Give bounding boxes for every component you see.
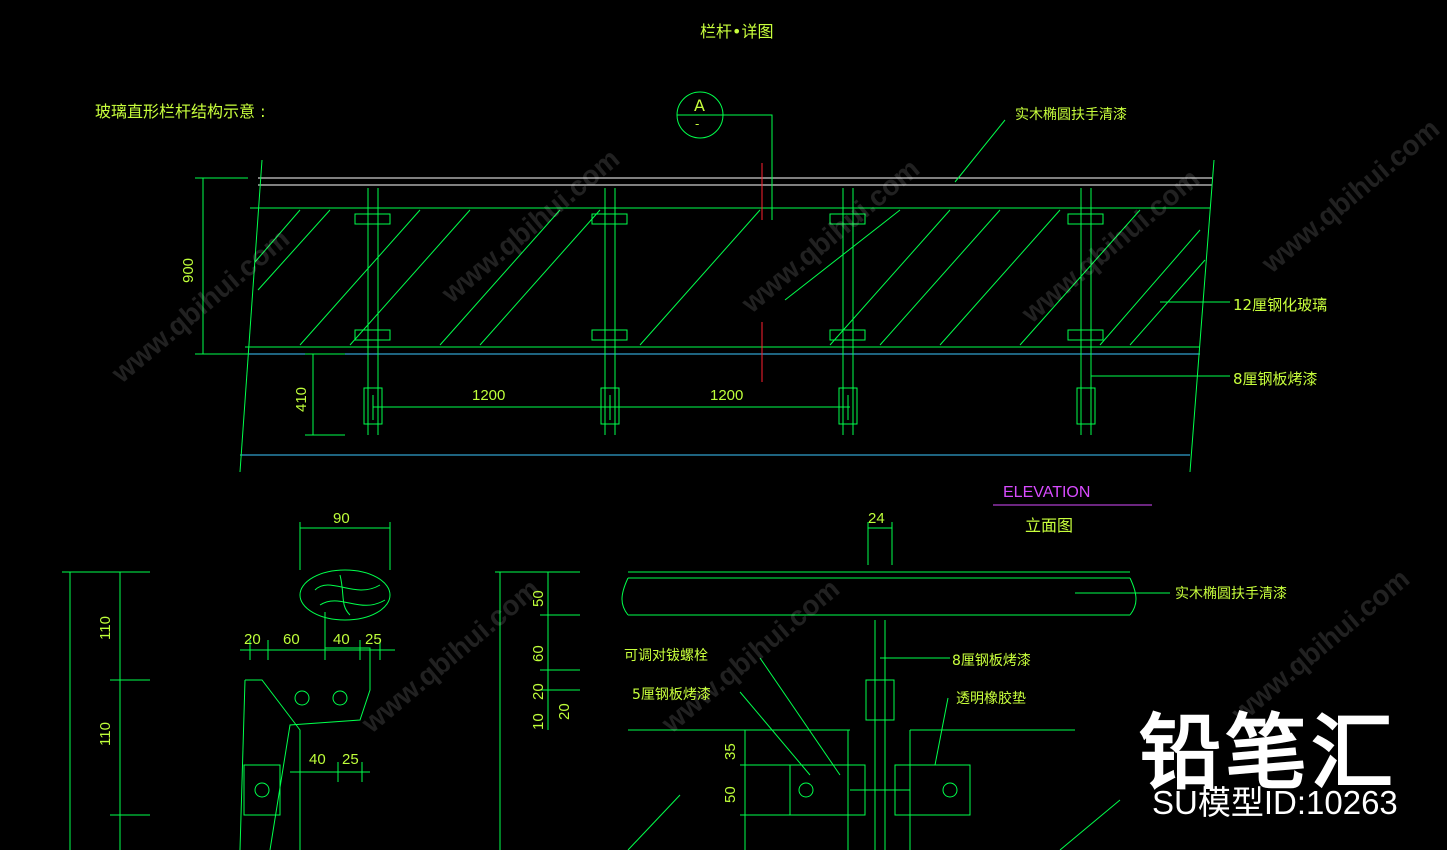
dim-50-a: 50 xyxy=(530,590,547,607)
label-glass: 12厘钢化玻璃 xyxy=(1233,296,1328,314)
dim-60-b: 60 xyxy=(530,645,547,662)
dim-60: 60 xyxy=(283,631,300,648)
brand-logo: 铅笔汇 xyxy=(1138,706,1397,801)
dim-40: 40 xyxy=(333,631,350,648)
label-steel-plate-detail: 8厘钢板烤漆 xyxy=(952,653,1031,669)
dim-20-b: 20 xyxy=(530,683,547,700)
dim-24: 24 xyxy=(868,510,885,527)
elevation-label-cn: 立面图 xyxy=(1025,516,1074,535)
label-handrail-top: 实木椭圆扶手清漆 xyxy=(1015,107,1127,123)
drawing-title: 栏杆•详图 xyxy=(700,22,774,41)
model-id: SU模型ID:10263 xyxy=(1152,784,1398,821)
dim-20-c: 20 xyxy=(556,703,573,720)
dim-410: 410 xyxy=(293,386,310,412)
label-handrail-detail: 实木椭圆扶手清漆 xyxy=(1175,586,1287,602)
callout-letter: A xyxy=(694,96,705,115)
label-steel-plate-top: 8厘钢板烤漆 xyxy=(1233,370,1318,388)
label-bolt: 可调对钹螺栓 xyxy=(624,648,708,664)
post-4 xyxy=(1067,188,1104,435)
handrail-section-ellipse xyxy=(299,569,391,621)
dim-25-b: 25 xyxy=(342,751,359,768)
callout-sub: - xyxy=(695,117,700,131)
dim-span-2: 1200 xyxy=(710,387,744,404)
drawing-subtitle: 玻璃直形栏杆结构示意 : xyxy=(95,102,266,121)
dim-50-b: 50 xyxy=(722,786,739,803)
dim-110-b: 110 xyxy=(97,722,114,746)
dim-90: 90 xyxy=(333,510,350,527)
dim-10: 10 xyxy=(530,713,547,730)
dim-20: 20 xyxy=(244,631,261,648)
dim-span-1: 1200 xyxy=(472,387,506,404)
post-1 xyxy=(354,188,391,435)
label-steel-plate-5: 5厘钢板烤漆 xyxy=(632,687,711,703)
post-2 xyxy=(591,188,628,435)
dim-35: 35 xyxy=(722,743,739,760)
dim-900: 900 xyxy=(180,257,197,283)
right-break-line xyxy=(1189,159,1215,473)
post-3 xyxy=(829,188,866,435)
left-break-line xyxy=(239,159,263,473)
elevation-label: ELEVATION xyxy=(1003,484,1091,501)
dim-25: 25 xyxy=(365,631,382,648)
label-rubber-pad: 透明橡胶垫 xyxy=(956,691,1026,707)
dim-40-b: 40 xyxy=(309,751,326,768)
dim-110-a: 110 xyxy=(97,616,114,640)
glass-hatch xyxy=(254,209,1206,346)
